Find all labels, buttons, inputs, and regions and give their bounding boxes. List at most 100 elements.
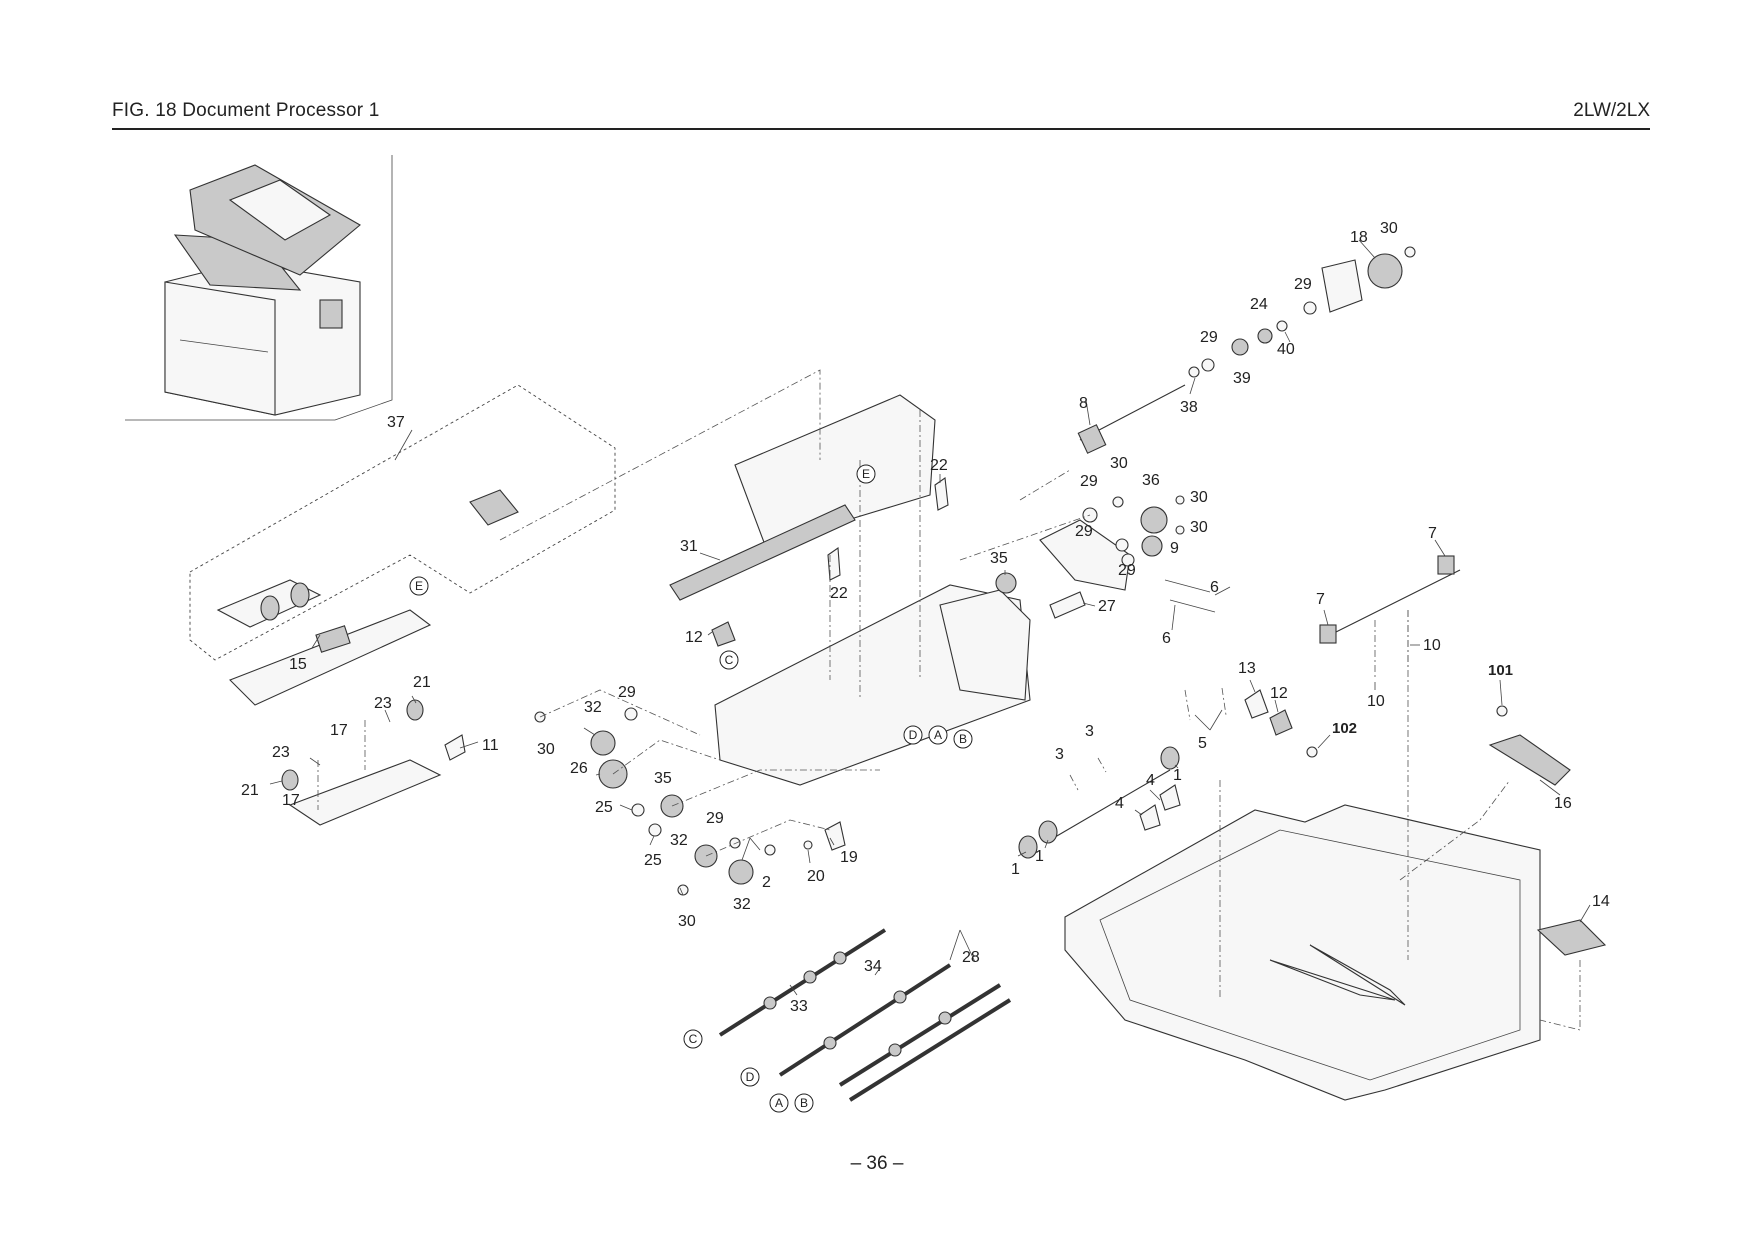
connector-D-shaft-label: D	[746, 1070, 755, 1084]
assembly-line-37	[499, 369, 821, 541]
shaft-28-b	[848, 998, 1012, 1102]
callout-2: 2	[762, 874, 771, 891]
callout-3-a: 3	[1085, 723, 1094, 740]
leader-23-upper	[384, 709, 391, 723]
leader-4-b	[1134, 809, 1143, 816]
roller-1-c	[1160, 746, 1180, 770]
callout-30-lower: 30	[678, 913, 696, 930]
roller-1-b	[1038, 820, 1058, 844]
leader-26	[595, 773, 601, 776]
assembly-line-35	[671, 769, 880, 807]
screw-30-top	[1404, 246, 1416, 258]
callout-27: 27	[1098, 598, 1116, 615]
leader-lines	[269, 239, 1591, 996]
e-ring-30-mid	[1112, 496, 1124, 508]
callout-7-left: 7	[1316, 591, 1325, 608]
callout-21-upper: 21	[413, 674, 431, 691]
callout-30-mid: 30	[1110, 455, 1128, 472]
sensor-12-left	[711, 621, 736, 647]
leader-14	[1579, 904, 1591, 923]
leader-38	[1189, 377, 1196, 395]
roller-21-lower	[281, 769, 299, 791]
leader-4-a	[1149, 789, 1161, 801]
side-frame-right	[939, 589, 1031, 701]
callout-35-lower: 35	[654, 770, 672, 787]
upper-cover-frame	[734, 394, 936, 546]
roller-21-upper	[406, 699, 424, 721]
e-ring-30-right-b	[1175, 525, 1185, 535]
machine-front-panel	[164, 281, 276, 416]
callout-1-c: 1	[1173, 767, 1182, 784]
callout-10-left: 10	[1367, 693, 1385, 710]
connector-C-shaft-label: C	[689, 1032, 698, 1046]
pad-sheet	[315, 625, 351, 653]
callout-33: 33	[790, 998, 808, 1015]
roller-33-b	[803, 970, 817, 984]
callout-30-upper: 30	[537, 741, 555, 758]
connector-A-shaft	[769, 1093, 789, 1113]
roller-28-a	[888, 1043, 902, 1057]
callout-29-upper: 29	[618, 684, 636, 701]
screw-20	[803, 840, 813, 850]
callout-8: 8	[1079, 395, 1088, 412]
leader-27	[1082, 602, 1096, 607]
bracket-27	[1049, 591, 1086, 619]
bushing-29-lower	[729, 837, 741, 849]
leader-19	[829, 837, 835, 846]
machine-tray-line	[179, 339, 269, 353]
callout-3-b: 3	[1055, 746, 1064, 763]
drive-frame	[1039, 519, 1131, 591]
assembly-lines	[499, 369, 1581, 1031]
callout-30-right-b: 30	[1190, 519, 1208, 536]
callout-29-mid: 29	[1080, 473, 1098, 490]
callout-34: 34	[864, 958, 882, 975]
callout-23-lower: 23	[272, 744, 290, 761]
shaft-34	[778, 963, 952, 1077]
assembly-line-gear-26	[612, 739, 721, 775]
machine-vent	[319, 299, 343, 329]
leader-28	[949, 929, 976, 963]
machine-adf-tray	[228, 179, 332, 241]
ring-2	[764, 844, 776, 856]
leader-33	[789, 984, 798, 996]
callout-30-right-a: 30	[1190, 489, 1208, 506]
e-ring-30-right-a	[1175, 495, 1185, 505]
leader-21-upper	[411, 695, 417, 704]
callout-101: 101	[1488, 662, 1513, 679]
callout-11: 11	[482, 737, 499, 754]
pickup-roller	[290, 582, 310, 608]
bushing-38	[1188, 366, 1200, 378]
feed-roller	[260, 595, 280, 621]
leader-40	[1284, 331, 1291, 343]
roller-7-left	[1319, 624, 1337, 644]
screw-102	[1306, 746, 1318, 758]
lower-guide-plate	[288, 759, 442, 826]
actuator-13	[1244, 689, 1269, 719]
callout-22-upper: 22	[930, 457, 948, 474]
callout-21-lower: 21	[241, 782, 259, 799]
callout-102: 102	[1332, 720, 1357, 737]
callout-38: 38	[1180, 399, 1198, 416]
spring-3-a	[1069, 774, 1079, 791]
header-rule	[112, 128, 1650, 130]
callout-12-left: 12	[685, 629, 703, 646]
bushing-29-d	[1121, 553, 1135, 567]
bushing-40	[1276, 320, 1288, 332]
assembly-line-14	[1539, 960, 1581, 1031]
callout-40: 40	[1277, 341, 1295, 358]
callout-29-d: 29	[1118, 562, 1136, 579]
callout-labels: 37 15 21 23 17 23 21 17 11 31 12 22 22 3…	[241, 220, 1610, 1015]
leader-12-right	[1274, 699, 1279, 713]
model-code: 2LW/2LX	[1573, 100, 1650, 121]
leader-37	[394, 429, 413, 461]
callout-13: 13	[1238, 660, 1256, 677]
leader-1-b	[1044, 839, 1049, 849]
leader-12-left	[707, 631, 713, 636]
callout-23-upper: 23	[374, 695, 392, 712]
callout-9: 9	[1170, 540, 1179, 557]
leader-21-lower	[269, 780, 283, 785]
leader-25-a	[619, 804, 633, 811]
callout-37: 37	[387, 414, 405, 431]
assembly-line-32	[705, 819, 831, 857]
connector-E-top-label: E	[862, 467, 870, 481]
